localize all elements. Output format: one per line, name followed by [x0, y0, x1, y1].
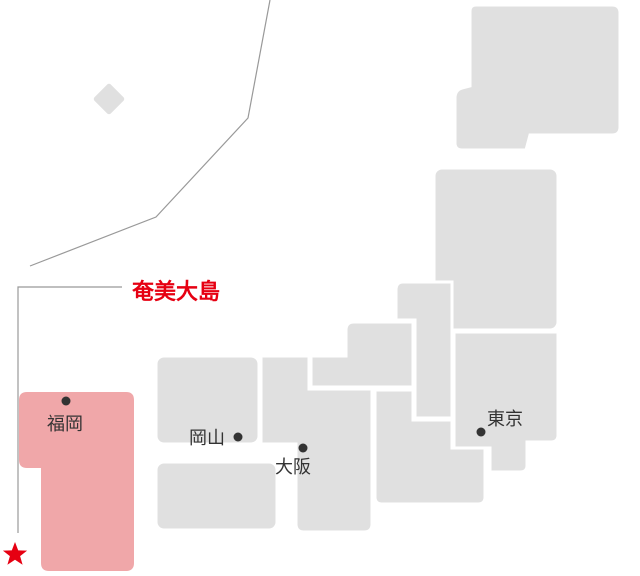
- star-icon: [2, 542, 28, 565]
- sea-boundary-line: [29, 0, 271, 267]
- region-kinki-north[interactable]: [309, 320, 415, 389]
- city-label-osaka: 大阪: [275, 457, 311, 478]
- callout-label-amami: 奄美大島: [131, 279, 220, 305]
- region-chugoku[interactable]: [154, 354, 261, 446]
- region-hokkaido[interactable]: [453, 3, 622, 152]
- city-dot-osaka: [298, 443, 308, 453]
- region-kinki[interactable]: [259, 354, 374, 534]
- city-dot-okayama: [233, 432, 243, 442]
- region-hokuriku[interactable]: [394, 280, 454, 420]
- city-dot-fukuoka: [61, 396, 71, 406]
- oki-island: [90, 80, 128, 118]
- city-label-okayama: 岡山: [189, 428, 225, 449]
- region-kanto[interactable]: [452, 330, 560, 474]
- region-tohoku[interactable]: [432, 166, 560, 332]
- region-kyushu[interactable]: [19, 392, 134, 571]
- city-dot-tokyo: [476, 427, 486, 437]
- city-label-tokyo: 東京: [487, 409, 523, 430]
- callout-leader-line: [17, 286, 122, 533]
- region-shikoku[interactable]: [154, 460, 279, 532]
- city-label-fukuoka: 福岡: [47, 414, 83, 435]
- region-chubu[interactable]: [373, 388, 487, 506]
